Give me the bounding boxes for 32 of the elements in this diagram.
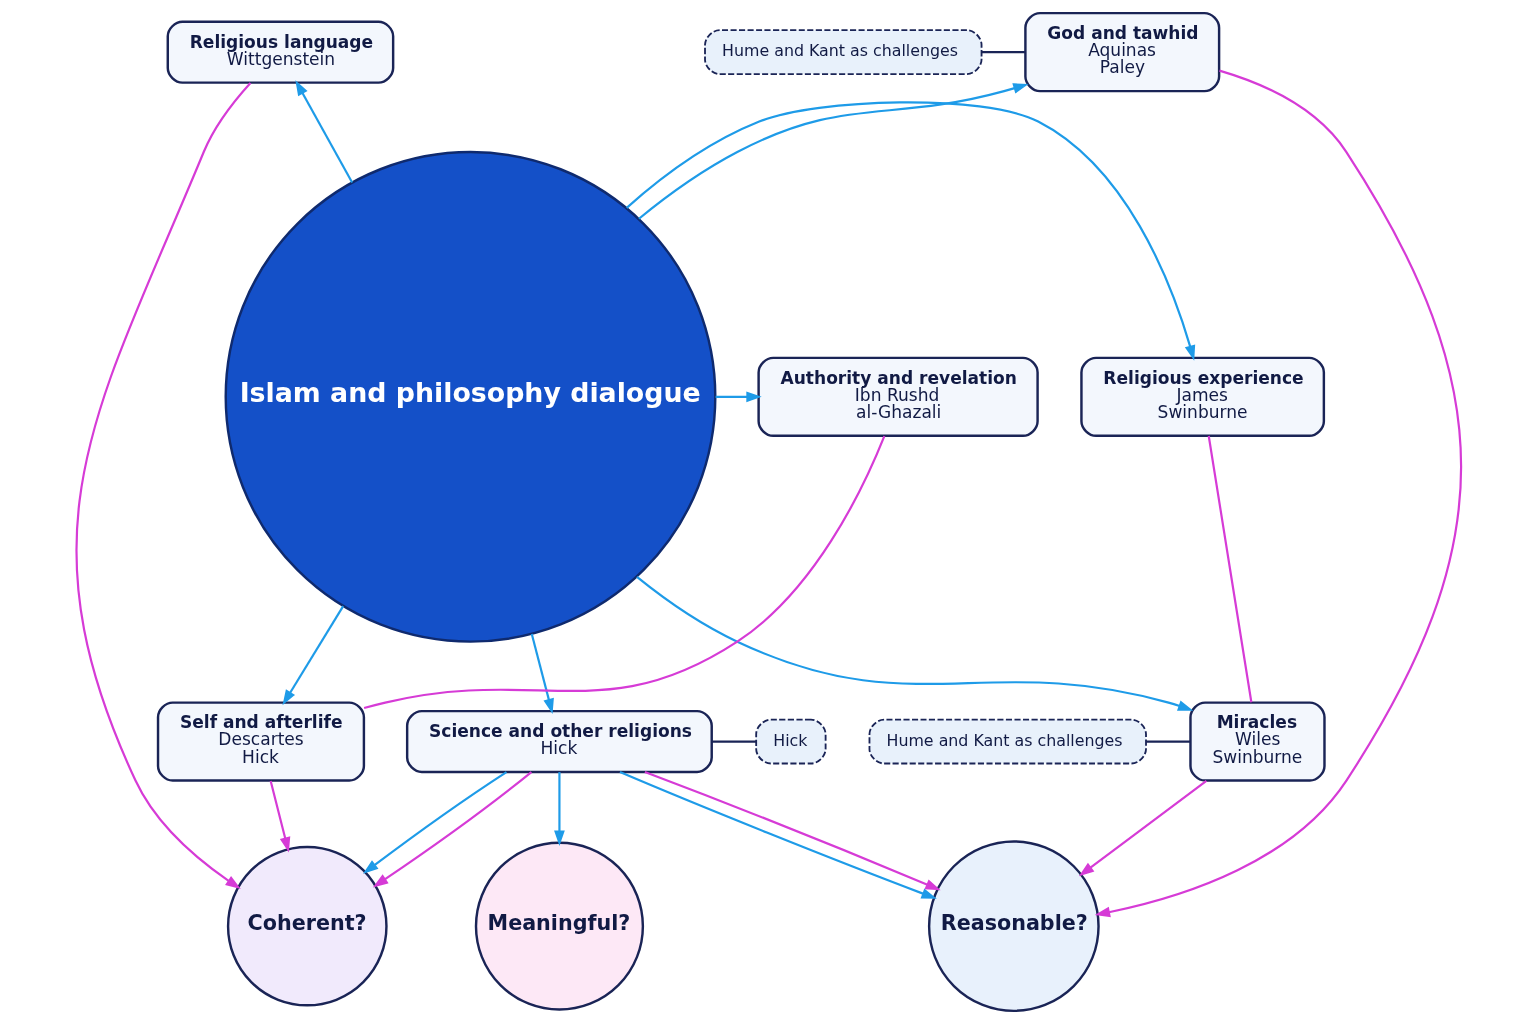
arrow	[530, 633, 554, 714]
arrow	[282, 605, 344, 706]
arrow	[362, 771, 507, 874]
arrow	[372, 771, 532, 888]
arrow	[1094, 69, 1462, 918]
connector	[363, 435, 885, 709]
connector	[981, 51, 1025, 54]
node-circle: Islam and philosophy dialogue	[224, 150, 716, 643]
node-box: Hume and Kant as challenges	[868, 718, 1147, 765]
node-box: Religious language Wittgenstein	[166, 20, 394, 84]
node-box: Authority and revelation Ibn Rushd al-Ghazali	[756, 356, 1039, 438]
arrow	[294, 80, 353, 183]
arrow	[75, 82, 251, 890]
arrow	[715, 391, 762, 403]
arrow	[625, 101, 1195, 361]
node-box: Science and other religions Hick	[405, 709, 713, 774]
node-circle: Reasonable?	[927, 840, 1100, 1013]
connector	[1145, 740, 1190, 743]
node-box: Self and afterlife Descartes Hick	[156, 701, 365, 782]
node-box: Hick	[754, 718, 827, 765]
node-box: Religious experience James Swinburne	[1079, 356, 1325, 438]
arrow	[553, 772, 565, 846]
node-box: God and tawhid Aquinas Paley	[1023, 11, 1220, 93]
node-box: Miracles Wiles Swinburne	[1188, 701, 1326, 782]
node-box: Hume and Kant as challenges	[703, 29, 982, 75]
arrow	[1078, 780, 1207, 877]
arrow	[637, 83, 1029, 220]
connector	[711, 740, 756, 743]
arrow	[635, 576, 1193, 711]
node-circle: Meaningful?	[474, 841, 644, 1011]
arrow	[269, 780, 290, 853]
connector	[1207, 435, 1252, 703]
